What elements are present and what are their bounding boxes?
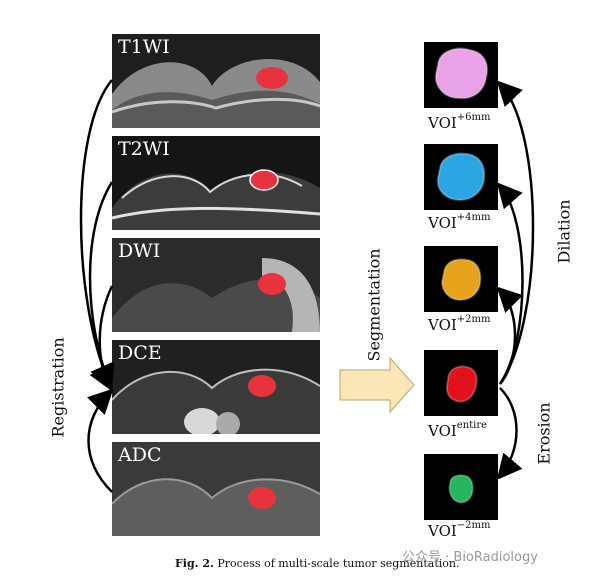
voi-blob	[424, 144, 498, 210]
tumor-overlay	[248, 487, 276, 509]
tumor-overlay	[258, 273, 286, 295]
registration-arrow-t2wi	[90, 182, 112, 386]
panel-label: DWI	[118, 240, 160, 262]
voi-blob	[424, 350, 498, 416]
voi-blob	[424, 454, 498, 520]
segmentation-arrow	[340, 358, 414, 412]
dilation-arrow-plus4mm	[500, 186, 523, 384]
voi-render-plus4mm	[424, 144, 498, 210]
registration-arrow-t1wi	[81, 80, 112, 385]
mri-panel-dce: DCE	[112, 340, 320, 434]
voi-blob	[424, 42, 498, 108]
erosion-label: Erosion	[535, 394, 554, 474]
registration-arrow-adc	[89, 392, 113, 492]
panel-label: ADC	[118, 444, 162, 466]
segmentation-label: Segmentation	[365, 262, 384, 362]
voi-label-plus6mm: VOI+6mm	[428, 114, 491, 132]
panel-label: T1WI	[118, 36, 170, 58]
mri-panel-t1wi: T1WI	[112, 34, 320, 128]
registration-label: Registration	[49, 338, 68, 438]
erosion-arrow-minus2mm	[500, 388, 517, 476]
mri-panel-t2wi: T2WI	[112, 136, 320, 230]
voi-label-plus2mm: VOI+2mm	[428, 316, 491, 334]
tumor-overlay	[248, 375, 276, 397]
voi-label-plus4mm: VOI+4mm	[428, 214, 491, 232]
mri-panel-dwi: DWI	[112, 238, 320, 332]
voi-label-minus2mm: VOI−2mm	[428, 522, 491, 540]
tumor-overlay	[256, 67, 288, 89]
panel-label: T2WI	[118, 138, 170, 160]
voi-render-entire	[424, 350, 498, 416]
mri-panel-adc: ADC	[112, 442, 320, 536]
dilation-label: Dilation	[555, 192, 574, 272]
voi-label-entire: VOIentire	[428, 422, 487, 440]
dilation-arrow-plus6mm	[500, 84, 533, 384]
watermark: 公众号 · BioRadiology	[402, 546, 538, 565]
panel-label: DCE	[118, 342, 162, 364]
voi-render-plus6mm	[424, 42, 498, 108]
dilation-arrow-plus2mm	[500, 290, 515, 384]
voi-render-minus2mm	[424, 454, 498, 520]
registration-arrow-dwi	[100, 286, 112, 387]
voi-blob	[424, 246, 498, 312]
voi-render-plus2mm	[424, 246, 498, 312]
